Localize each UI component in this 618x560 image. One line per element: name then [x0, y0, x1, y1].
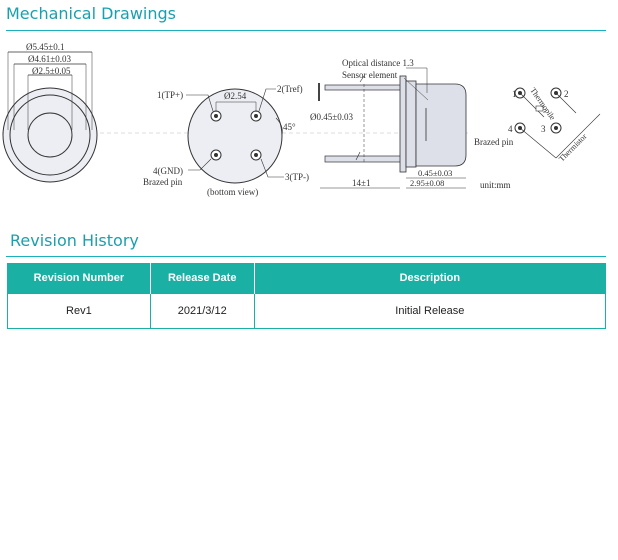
table-row: Rev1 2021/3/12 Initial Release: [7, 293, 607, 329]
lead-diameter-label: Ø0.45±0.03: [310, 112, 353, 122]
thickness-label-2: 2.95±0.08: [410, 178, 444, 188]
mechanical-title-rule: [6, 30, 606, 31]
lead-length-label: 14±1: [352, 178, 370, 188]
bottom-view: Ø2.54 1(TP+) 2(Tref) 3(TP-) 4(GND) Braze…: [143, 84, 309, 197]
front-view: Ø5.45±0.1 Ø4.61±0.03 Ø2.5±0.05: [2, 42, 98, 183]
schematic-label-1: 1: [512, 89, 517, 99]
revision-table: Revision Number Release Date Description…: [7, 263, 607, 329]
mechanical-drawings-title: Mechanical Drawings: [6, 4, 176, 23]
cell-release-date: 2021/3/12: [149, 293, 255, 329]
pin-schematic: 1 2 3 4 Thermopile Thermistor Brazed pin: [474, 86, 601, 164]
col-revision-number: Revision Number: [7, 263, 151, 294]
revision-title-rule: [6, 256, 606, 257]
pin-3: [250, 149, 262, 161]
pin-2: [250, 110, 262, 122]
col-release-date: Release Date: [149, 263, 255, 294]
pin-1: [210, 110, 222, 122]
schematic-brazed-label: Brazed pin: [474, 137, 514, 147]
front-dim-inner: Ø2.5±0.05: [32, 66, 71, 76]
angle-label: 45°: [283, 122, 296, 132]
revision-history-title: Revision History: [10, 231, 139, 250]
optical-distance-label: Optical distance 1.3: [342, 58, 414, 68]
revision-table-header: Revision Number Release Date Description: [7, 263, 607, 294]
schematic-label-3: 3: [541, 124, 546, 134]
sensor-element-label: Sensor element: [342, 70, 398, 80]
mechanical-drawings: Ø5.45±0.1 Ø4.61±0.03 Ø2.5±0.05 Ø2.54 1(T…: [2, 42, 601, 197]
pin2-label: 2(Tref): [277, 84, 303, 94]
col-description: Description: [253, 263, 607, 294]
cell-revision-number: Rev1: [7, 293, 151, 329]
side-view: Optical distance 1.3 Sensor element Ø0.4…: [310, 58, 511, 190]
bottom-view-caption: (bottom view): [207, 187, 258, 197]
schematic-label-2: 2: [564, 89, 569, 99]
front-dim-outer: Ø5.45±0.1: [26, 42, 64, 52]
unit-label: unit:mm: [480, 180, 511, 190]
pin4-label: 4(GND): [153, 166, 183, 176]
pin1-label: 1(TP+): [157, 90, 183, 100]
thickness-label-1: 0.45±0.03: [418, 168, 452, 178]
schematic-pin-3: [550, 122, 562, 134]
front-dim-middle: Ø4.61±0.03: [28, 54, 71, 64]
thermistor-label: Thermistor: [557, 132, 589, 164]
pin3-label: 3(TP-): [285, 172, 309, 182]
pin-4: [210, 149, 222, 161]
bottom-pitch: Ø2.54: [224, 91, 247, 101]
bottom-brazed-label: Brazed pin: [143, 177, 183, 187]
schematic-label-4: 4: [508, 124, 513, 134]
cell-description: Initial Release: [253, 293, 607, 329]
